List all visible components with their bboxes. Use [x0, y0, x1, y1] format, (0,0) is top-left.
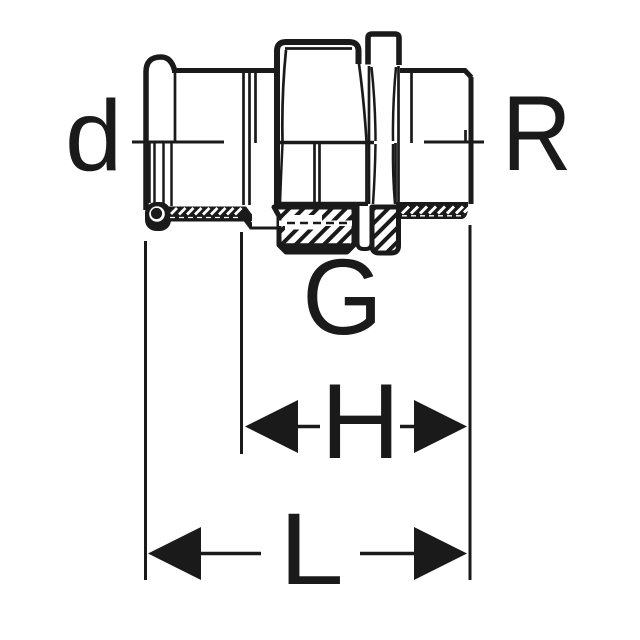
svg-text:d: d	[65, 79, 122, 191]
svg-text:R: R	[502, 73, 572, 193]
svg-text:G: G	[302, 237, 382, 358]
svg-text:L: L	[279, 493, 344, 607]
svg-text:H: H	[321, 362, 401, 481]
